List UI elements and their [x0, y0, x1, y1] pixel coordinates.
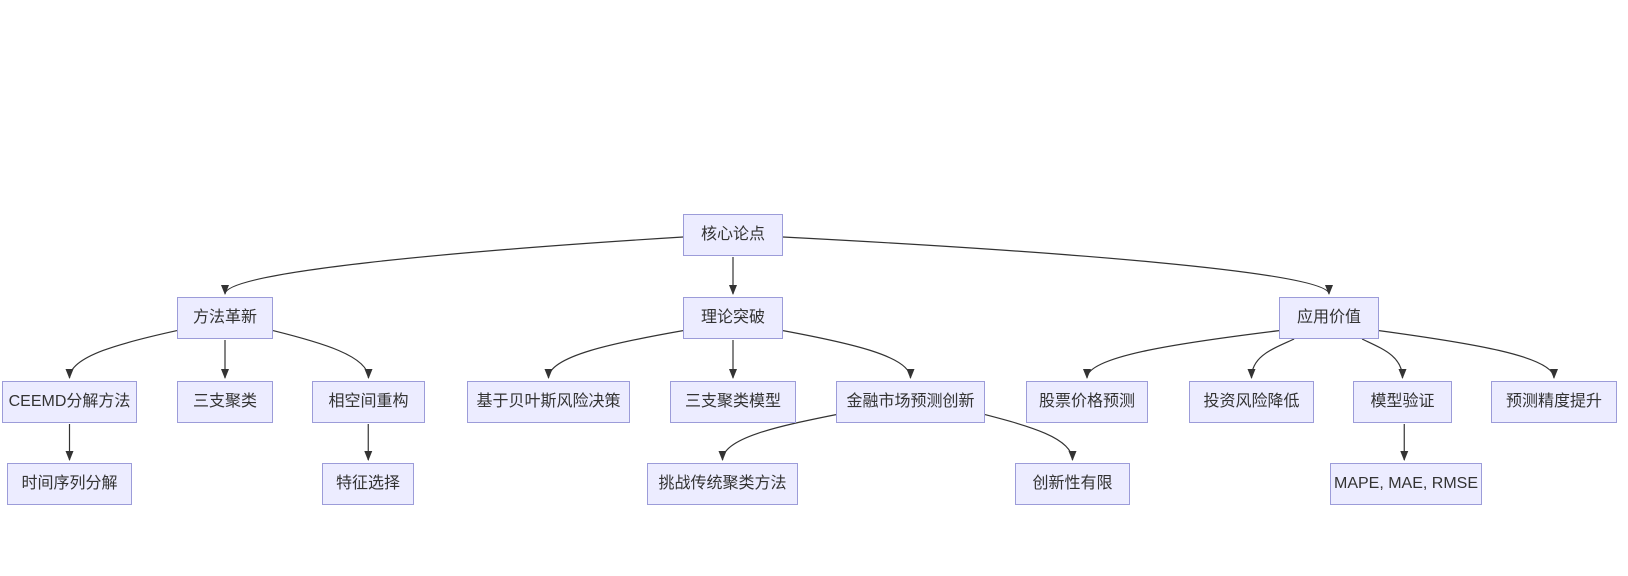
- edge-application-value--model-validation: [1361, 338, 1407, 379]
- node-three-way-clustering-model: 三支聚类模型: [670, 381, 796, 423]
- node-label: 股票价格预测: [1038, 393, 1135, 411]
- edge-theory-breakthrough--bayesian-risk-decision: [544, 330, 684, 379]
- node-application-value: 应用价值: [1279, 297, 1379, 339]
- node-limited-novelty: 创新性有限: [1015, 463, 1130, 505]
- node-label: MAPE, MAE, RMSE: [1333, 475, 1479, 493]
- node-time-series-decomposition: 时间序列分解: [7, 463, 132, 505]
- edge-core-thesis--method-innovation: [221, 236, 684, 295]
- node-three-way-clustering: 三支聚类: [177, 381, 273, 423]
- node-label: 理论突破: [700, 309, 765, 327]
- node-challenge-traditional-clustering: 挑战传统聚类方法: [647, 463, 798, 505]
- node-label: 挑战传统聚类方法: [658, 475, 787, 493]
- edge-financial-market-forecast-innovation--challenge-traditional-clustering: [718, 414, 837, 461]
- node-label: CEEMD分解方法: [8, 393, 131, 411]
- edge-application-value--stock-price-prediction: [1083, 330, 1280, 379]
- node-phase-space-reconstruction: 相空间重构: [312, 381, 425, 423]
- edge-method-innovation--phase-space-reconstruction: [272, 330, 373, 379]
- node-label: 三支聚类模型: [684, 393, 781, 411]
- node-bayesian-risk-decision: 基于贝叶斯风险决策: [467, 381, 630, 423]
- node-investment-risk-reduction: 投资风险降低: [1189, 381, 1314, 423]
- node-theory-breakthrough: 理论突破: [683, 297, 783, 339]
- node-label: 投资风险降低: [1203, 393, 1300, 411]
- node-ceemd-decomposition: CEEMD分解方法: [2, 381, 137, 423]
- edge-application-value--prediction-accuracy-improvement: [1378, 330, 1558, 379]
- node-label: 预测精度提升: [1505, 393, 1602, 411]
- node-method-innovation: 方法革新: [177, 297, 273, 339]
- node-prediction-accuracy-improvement: 预测精度提升: [1491, 381, 1617, 423]
- node-label: 方法革新: [192, 309, 257, 327]
- edge-application-value--investment-risk-reduction: [1247, 338, 1295, 379]
- node-label: 应用价值: [1296, 309, 1361, 327]
- node-model-validation: 模型验证: [1353, 381, 1452, 423]
- node-label: 特征选择: [335, 475, 400, 493]
- node-label: 三支聚类: [192, 393, 257, 411]
- node-label: 时间序列分解: [21, 475, 118, 493]
- node-label: 模型验证: [1370, 393, 1435, 411]
- node-label: 金融市场预测创新: [846, 393, 975, 411]
- node-label: 相空间重构: [328, 393, 409, 411]
- node-mape-mae-rmse: MAPE, MAE, RMSE: [1330, 463, 1482, 505]
- node-label: 核心论点: [700, 226, 765, 244]
- node-label: 基于贝叶斯风险决策: [476, 393, 621, 411]
- edge-theory-breakthrough--financial-market-forecast-innovation: [782, 330, 915, 379]
- node-financial-market-forecast-innovation: 金融市场预测创新: [836, 381, 985, 423]
- edge-method-innovation--ceemd-decomposition: [65, 330, 178, 379]
- node-core-thesis: 核心论点: [683, 214, 783, 256]
- node-stock-price-prediction: 股票价格预测: [1026, 381, 1148, 423]
- edge-core-thesis--application-value: [782, 236, 1333, 295]
- edge-financial-market-forecast-innovation--limited-novelty: [984, 414, 1077, 461]
- node-label: 创新性有限: [1032, 475, 1113, 493]
- node-feature-selection: 特征选择: [322, 463, 414, 505]
